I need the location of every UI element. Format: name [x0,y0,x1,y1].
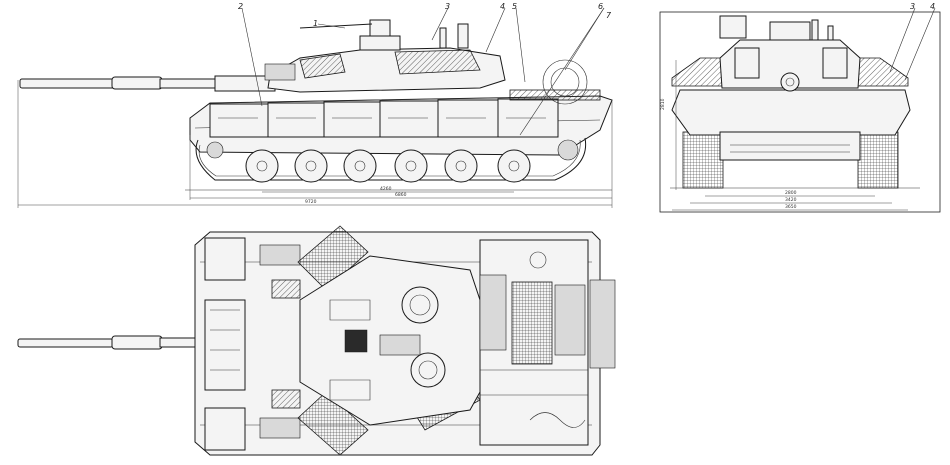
front-leader-4 [904,7,936,81]
top-engine-deck [479,239,589,446]
side-callout-1: 1 [313,19,318,28]
side-callout-leaders [241,7,605,136]
side-callout-6: 6 [598,2,603,11]
side-dim-track: 4260 [380,186,392,192]
side-gun-barrel [19,75,276,92]
side-callout-4: 4 [500,2,505,11]
front-dimension-lines [672,60,908,211]
side-dimension-lines [17,80,613,208]
side-road-wheels [245,149,531,183]
side-callout-5: 5 [512,2,517,11]
front-view: 2810 2800 3420 3650 3 4 [659,2,941,213]
front-hull [671,89,911,161]
front-dim-height: 2810 [660,98,666,110]
front-dim-track: 3420 [785,197,797,203]
front-callout-3: 3 [910,2,915,11]
top-view [17,225,616,456]
side-callout-2: 2 [238,2,243,11]
front-turret [719,15,861,92]
front-left-track [682,131,724,189]
front-callout-4: 4 [930,2,935,11]
side-dim-overall: 9720 [305,199,317,205]
front-view-frame [659,11,941,213]
side-skirt-panels [209,98,559,138]
side-callout-3: 3 [445,2,450,11]
side-turret [264,19,601,105]
side-track [195,137,587,181]
side-view: 9720 6860 4260 1 2 3 4 5 6 7 [17,2,613,208]
side-callout-7: 7 [606,11,612,20]
front-right-track [857,131,899,189]
top-turret [299,255,481,426]
top-fender-boxes [204,237,301,451]
front-dim-width: 3650 [785,204,797,210]
front-dim-inner: 2800 [785,190,797,196]
front-leader-3 [889,7,916,73]
side-dim-hull: 6860 [395,192,407,198]
